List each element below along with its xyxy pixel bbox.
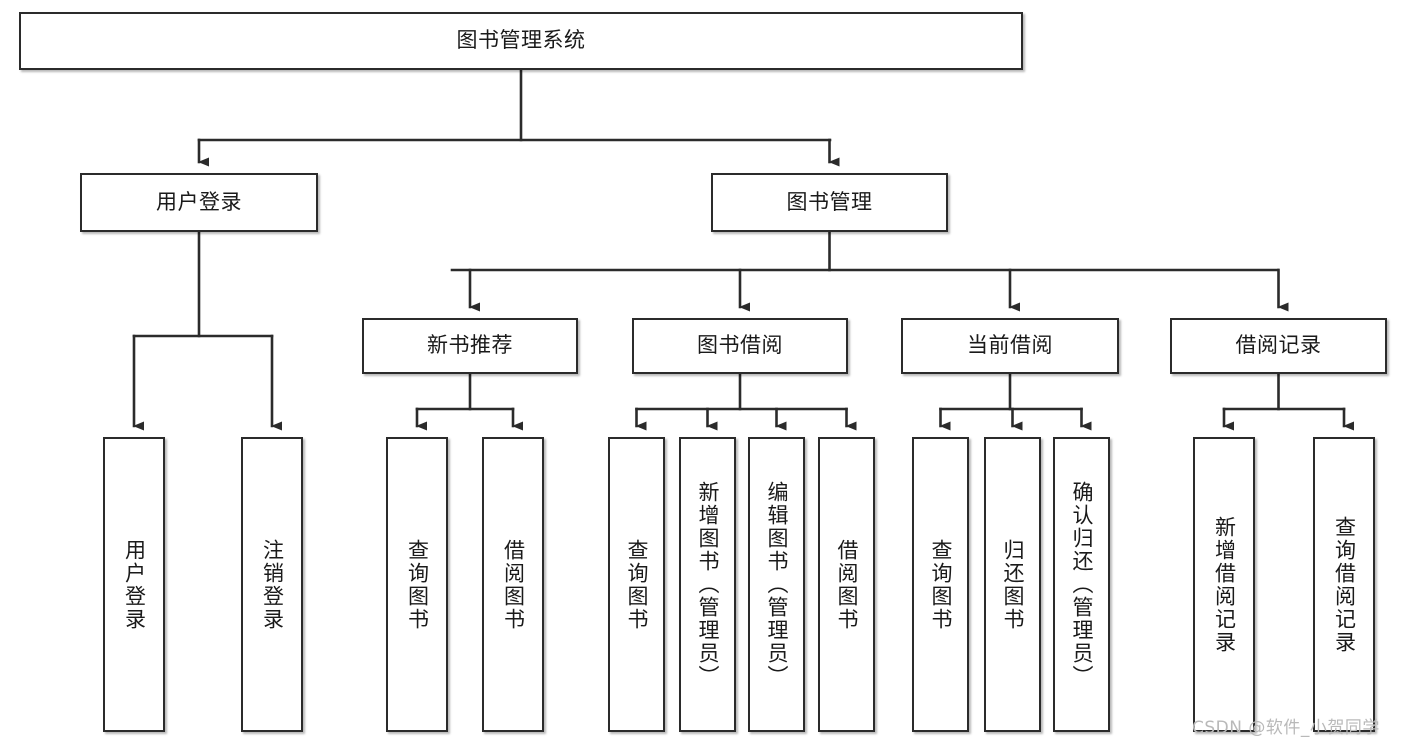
node-new-book-rec[interactable]: 新书推荐 <box>362 318 578 374</box>
node-label-leaf-user-logout: 注销登录 <box>260 538 285 631</box>
node-label-leaf-query-book-rec: 查询图书 <box>405 538 430 631</box>
node-leaf-edit-book[interactable]: 编辑图书（管理员） <box>748 437 805 732</box>
node-leaf-confirm-return[interactable]: 确认归还（管理员） <box>1053 437 1110 732</box>
node-label-user-login: 用户登录 <box>156 189 242 214</box>
node-borrow-record[interactable]: 借阅记录 <box>1170 318 1387 374</box>
node-current-borrow[interactable]: 当前借阅 <box>901 318 1119 374</box>
node-label-borrow-record: 借阅记录 <box>1235 333 1322 358</box>
node-leaf-add-book[interactable]: 新增图书（管理员） <box>679 437 736 732</box>
node-leaf-add-record[interactable]: 新增借阅记录 <box>1193 437 1255 732</box>
node-leaf-query-record[interactable]: 查询借阅记录 <box>1313 437 1375 732</box>
node-label-leaf-borrow-book-bb: 借阅图书 <box>835 538 859 631</box>
node-label-leaf-query-book-bb: 查询图书 <box>625 538 649 631</box>
node-leaf-user-logout[interactable]: 注销登录 <box>241 437 303 732</box>
node-leaf-query-book-rec[interactable]: 查询图书 <box>386 437 448 732</box>
node-root[interactable]: 图书管理系统 <box>19 12 1023 70</box>
csdn-watermark: CSDN @软件_小贺同学 <box>1192 718 1380 738</box>
node-label-book-manage: 图书管理 <box>786 189 873 214</box>
node-book-borrow[interactable]: 图书借阅 <box>632 318 848 374</box>
node-label-current-borrow: 当前借阅 <box>967 333 1053 358</box>
node-label-leaf-user-login: 用户登录 <box>122 538 147 631</box>
node-label-leaf-query-book-cb: 查询图书 <box>929 538 953 631</box>
node-label-leaf-edit-book: 编辑图书（管理员） <box>765 481 789 688</box>
node-leaf-borrow-book-rec[interactable]: 借阅图书 <box>482 437 544 732</box>
node-leaf-query-book-cb[interactable]: 查询图书 <box>912 437 969 732</box>
node-leaf-borrow-book-bb[interactable]: 借阅图书 <box>818 437 875 732</box>
node-leaf-user-login[interactable]: 用户登录 <box>103 437 165 732</box>
node-label-leaf-return-book: 归还图书 <box>1001 538 1025 631</box>
node-label-leaf-borrow-book-rec: 借阅图书 <box>501 538 526 631</box>
tree-connectors <box>132 68 1354 431</box>
node-label-leaf-add-record: 新增借阅记录 <box>1212 515 1237 654</box>
node-label-leaf-query-record: 查询借阅记录 <box>1332 515 1357 654</box>
node-label-root: 图书管理系统 <box>456 28 586 53</box>
node-label-book-borrow: 图书借阅 <box>697 333 783 358</box>
node-leaf-return-book[interactable]: 归还图书 <box>984 437 1041 732</box>
node-label-leaf-add-book: 新增图书（管理员） <box>696 481 720 688</box>
node-leaf-query-book-bb[interactable]: 查询图书 <box>608 437 665 732</box>
node-user-login[interactable]: 用户登录 <box>80 173 318 232</box>
node-label-new-book-rec: 新书推荐 <box>427 333 513 358</box>
node-book-manage[interactable]: 图书管理 <box>711 173 948 232</box>
node-label-leaf-confirm-return: 确认归还（管理员） <box>1070 481 1094 688</box>
